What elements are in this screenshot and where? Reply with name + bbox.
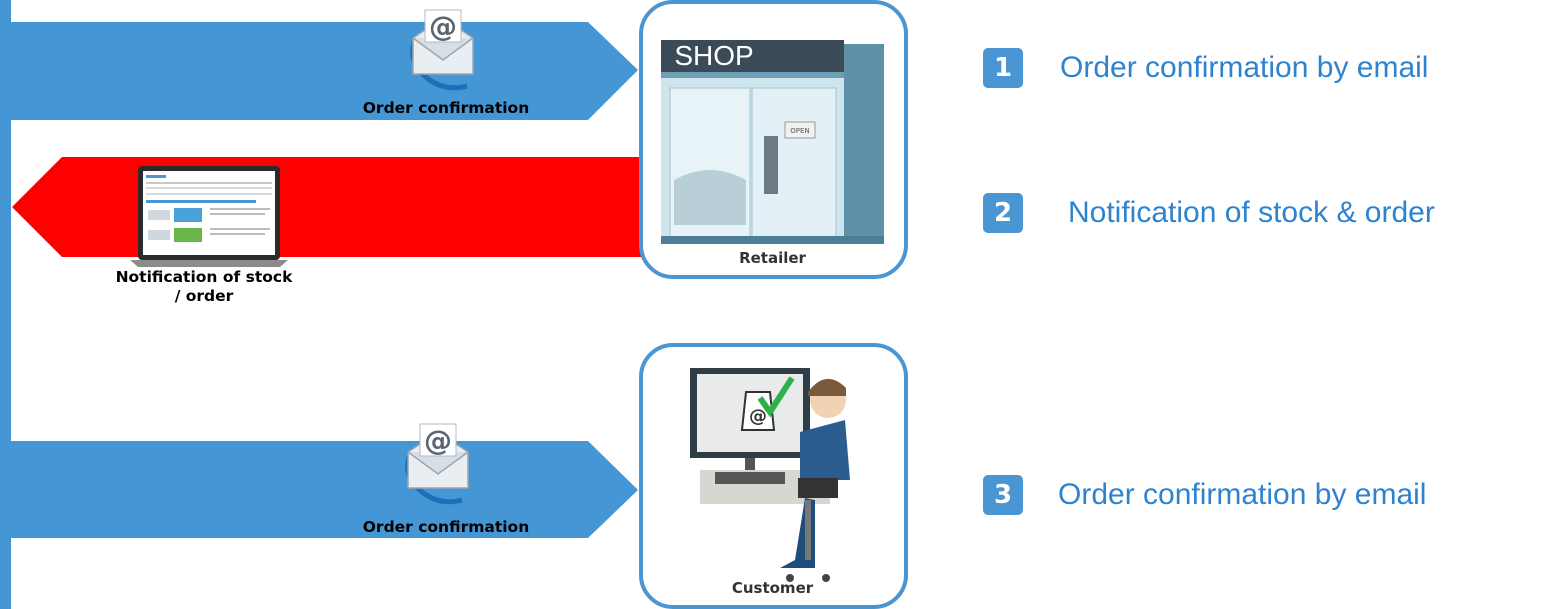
- left-flow-bar: [0, 0, 11, 609]
- bottom-flow-arrow: [0, 441, 638, 538]
- svg-text:@: @: [424, 424, 452, 457]
- middle-flow-caption-line2: / order: [174, 287, 234, 305]
- retailer-label: Retailer: [739, 249, 806, 267]
- step-2: 2 Notification of stock & order: [983, 193, 1435, 233]
- top-flow-arrow: [0, 22, 638, 120]
- svg-text:@: @: [429, 10, 457, 43]
- bottom-flow-caption: Order confirmation: [362, 518, 530, 536]
- step-number-badge: 1: [983, 48, 1023, 88]
- step-number-badge: 3: [983, 475, 1023, 515]
- step-3: 3 Order confirmation by email: [983, 475, 1426, 515]
- step-1: 1 Order confirmation by email: [983, 48, 1428, 88]
- top-flow-caption: Order confirmation: [362, 99, 530, 117]
- middle-flow-caption-line1: Notification of stock: [115, 268, 293, 286]
- step-text: Notification of stock & order: [1068, 196, 1435, 229]
- step-text: Order confirmation by email: [1058, 478, 1427, 511]
- customer-label: Customer: [731, 579, 814, 597]
- shop-sign: SHOP: [674, 40, 753, 71]
- email-at-icon: @: [405, 423, 469, 505]
- door-sign: OPEN: [790, 127, 809, 135]
- email-at-icon: @: [410, 9, 474, 91]
- step-text: Order confirmation by email: [1060, 51, 1429, 84]
- laptop-icon: [130, 166, 288, 267]
- step-number-badge: 2: [983, 193, 1023, 233]
- middle-flow-arrow: [12, 157, 660, 257]
- shop-building-icon: [661, 40, 884, 244]
- svg-text:@: @: [749, 406, 767, 427]
- customer-computer-icon: @: [690, 368, 850, 582]
- middle-flow-caption: Notification of stock / order: [88, 268, 320, 306]
